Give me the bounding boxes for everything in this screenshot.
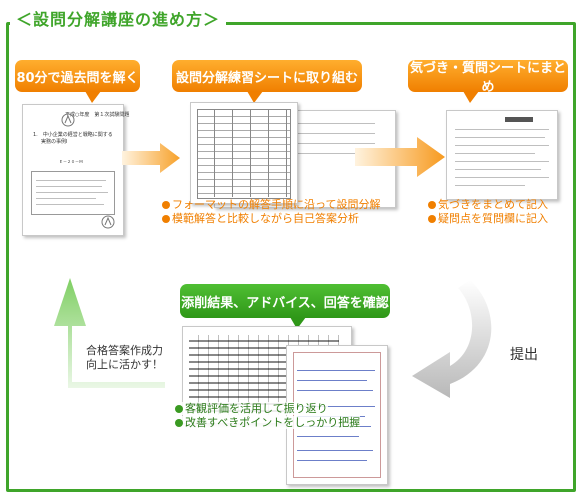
bullet-icon — [428, 201, 436, 209]
arrow-step2-to-step3 — [355, 137, 445, 177]
step1-label: 80分で過去問を解く — [15, 60, 140, 103]
doc1-question: 1. 中小企業の経営と戦略に関する — [33, 132, 113, 138]
notes-question-sheet — [446, 110, 558, 200]
bullet-icon — [175, 405, 183, 413]
doc1-code: Ｅ－２０－Ｍ — [59, 159, 83, 164]
step2-note-2: 模範解答と比較しながら自己答案分析 — [162, 212, 359, 225]
bullet-icon — [175, 419, 183, 427]
submit-label: 提出 — [510, 347, 538, 363]
redacted-name — [505, 117, 533, 122]
doc1-question-sub: 実務の事例Ⅰ — [41, 139, 68, 145]
past-exam-document: 平成○年度 第１次試験問題 1. 中小企業の経営と戦略に関する 実務の事例Ⅰ Ｅ… — [22, 104, 129, 236]
step2-label: 設問分解練習シートに取り組む — [172, 60, 362, 103]
step4-note-2: 改善すべきポイントをしっかり把握 — [175, 416, 361, 429]
doc1-instruction-box — [31, 171, 115, 215]
practice-sheet — [190, 102, 298, 204]
bullet-icon — [428, 215, 436, 223]
bullet-icon — [162, 215, 170, 223]
step3-note-1: 気づきをまとめて記入 — [428, 198, 548, 211]
step3-label: 気づき・質問シートにまとめ — [408, 60, 568, 103]
doc1-header: 平成○年度 第１次試験問題 — [65, 112, 130, 118]
process-frame — [6, 22, 576, 492]
bullet-icon — [162, 201, 170, 209]
exam-seal-icon — [101, 215, 115, 229]
arrow-step1-to-step2 — [122, 143, 180, 173]
cycle-label-line2: 向上に活かす！ — [86, 358, 163, 371]
page-title: ＜設問分解講座の進め方＞ — [10, 6, 227, 30]
step4-note-1: 客観評価を活用して振り返り — [175, 402, 328, 415]
step3-note-2: 疑問点を質問欄に記入 — [428, 212, 548, 225]
exam-logo-icon — [61, 113, 75, 127]
feedback-sheet — [286, 345, 388, 485]
step2-note-1: フォーマットの解答手順に沿って設問分解 — [162, 198, 380, 211]
cycle-label-line1: 合格答案作成力 — [86, 344, 163, 357]
submit-arrow — [412, 280, 492, 398]
step4-label: 添削結果、アドバイス、回答を確認 — [180, 284, 390, 329]
